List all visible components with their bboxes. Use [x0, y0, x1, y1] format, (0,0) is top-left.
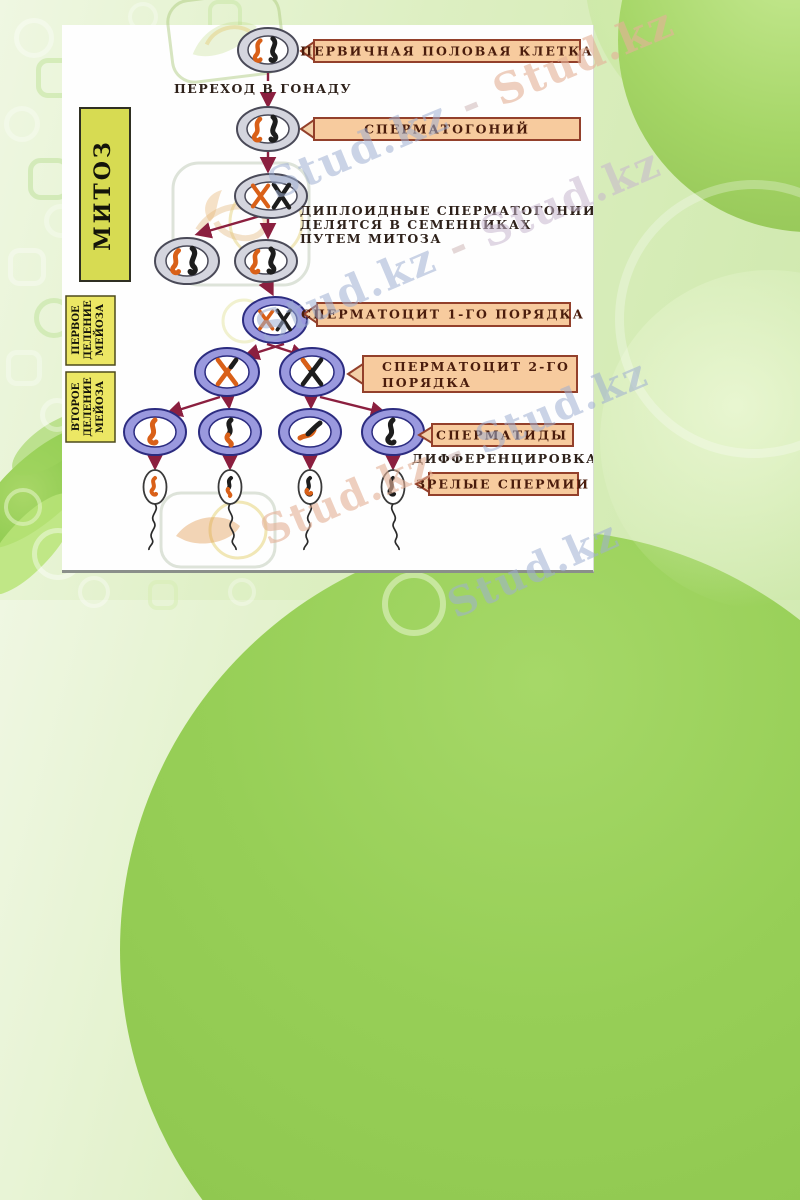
background-blob-bottom [120, 530, 800, 1200]
banner-spermatocyte1-label: СПЕРМАТОЦИТ 1-ГО ПОРЯДКА [301, 307, 585, 322]
spermatid-4 [361, 408, 425, 456]
square-ornament [148, 580, 178, 610]
daughter-cell-left [154, 237, 220, 285]
meiosis2-line: ДЕЛЕНИЕ [83, 377, 94, 437]
spermatocyte2-cell-right [279, 347, 345, 397]
banner-mature-sperm: ЗРЕЛЫЕ СПЕРМИИ [414, 472, 590, 496]
banner-spermatocyte2-line1: СПЕРМАТОЦИТ 2-ГО [382, 359, 570, 374]
banner-primary-cell-label: ПЕРВИЧНАЯ ПОЛОВАЯ КЛЕТКА [300, 44, 593, 59]
sperm-3 [297, 469, 323, 551]
spermatogonium-cell [236, 106, 300, 152]
banner-spermatogonium-label: СПЕРМАТОГОНИЙ [364, 121, 530, 137]
banner-mature-sperm-label: ЗРЕЛЫЕ СПЕРМИИ [416, 477, 590, 492]
ring-ornament [228, 578, 256, 606]
mitosis-note-line2: ДЕЛЯТСЯ В СЕМЕННИКАХ [300, 217, 532, 232]
meiosis2-box: ВТОРОЕ ДЕЛЕНИЕ МЕЙОЗА [65, 371, 116, 443]
banner-spermatocyte1: СПЕРМАТОЦИТ 1-ГО ПОРЯДКА [301, 302, 585, 327]
daughter-cell-right [234, 239, 298, 283]
banner-spermatids: СПЕРМАТИДЫ [417, 423, 574, 447]
ring-ornament [14, 18, 54, 58]
meiosis1-line: ДЕЛЕНИЕ [83, 300, 94, 360]
ring-ornament [4, 488, 42, 526]
banner-spermatogonium: СПЕРМАТОГОНИЙ [299, 117, 581, 141]
spermatid-3 [278, 408, 342, 456]
primary-germ-cell [237, 27, 299, 73]
spermatid-2 [198, 408, 262, 456]
ring-ornament [382, 572, 446, 636]
mitosis-note-line3: ПУТЕМ МИТОЗА [300, 231, 442, 246]
meiosis1-line: ПЕРВОЕ [71, 305, 82, 355]
square-ornament [8, 248, 46, 286]
banner-primary-cell: ПЕРВИЧНАЯ ПОЛОВАЯ КЛЕТКА [299, 39, 593, 63]
spermatocyte1-cell [242, 296, 308, 344]
meiosis1-line: МЕЙОЗА [93, 303, 106, 356]
diploid-spermatogonium-cell [234, 173, 308, 219]
mitosis-box: МИТОЗ [79, 107, 131, 282]
mitosis-note-line1: ДИПЛОИДНЫЕ СПЕРМАТОГОНИИ [300, 203, 593, 218]
banner-spermatocyte2: СПЕРМАТОЦИТ 2-ГО ПОРЯДКА [346, 355, 578, 393]
spermatocyte2-cell-left [194, 347, 260, 397]
transition-label: ПЕРЕХОД В ГОНАДУ [174, 81, 352, 96]
ring-ornament [4, 106, 40, 142]
flow-arrows [146, 73, 402, 471]
meiosis1-box: ПЕРВОЕ ДЕЛЕНИЕ МЕЙОЗА [65, 295, 116, 366]
spermatid-1 [123, 408, 187, 456]
differentiation-label: ДИФФЕРЕНЦИРОВКА [412, 451, 593, 466]
sperm-2 [217, 469, 243, 551]
meiosis2-line: ВТОРОЕ [71, 382, 82, 431]
sperm-1 [142, 469, 168, 551]
banner-spermatocyte2-line2: ПОРЯДКА [382, 375, 472, 390]
sperm-4 [380, 469, 406, 551]
ring-ornament [78, 576, 110, 608]
meiosis2-line: МЕЙОЗА [93, 380, 106, 433]
square-ornament [6, 350, 42, 386]
stud-logo-watermark [159, 491, 277, 569]
spermatogenesis-diagram: МИТОЗ ПЕРВОЕ ДЕЛЕНИЕ МЕЙОЗА ВТОРОЕ ДЕЛЕН… [65, 27, 593, 551]
mitosis-box-label: МИТОЗ [90, 139, 116, 251]
banner-spermatids-label: СПЕРМАТИДЫ [436, 428, 568, 443]
